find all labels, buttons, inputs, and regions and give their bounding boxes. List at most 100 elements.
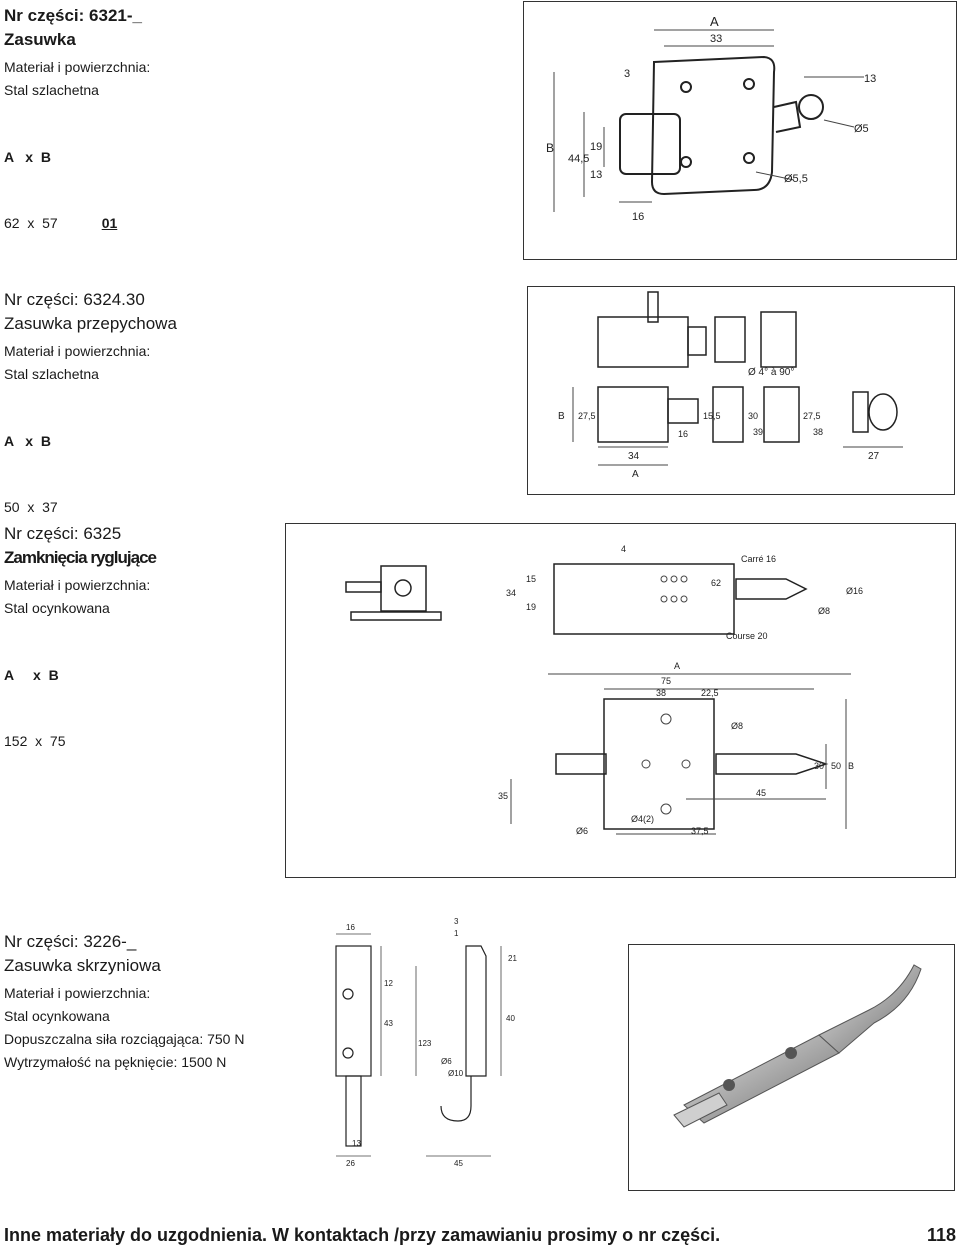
- dimensions-header: A x B: [4, 433, 51, 449]
- dim-label: 19: [526, 602, 536, 612]
- dim-label: 12: [384, 979, 393, 988]
- dim-label: 123: [418, 1039, 432, 1048]
- dimensions-value: 62 x 57: [4, 215, 58, 231]
- dim-label: 75: [661, 676, 671, 686]
- product-name: Zasuwka przepychowa: [4, 314, 177, 333]
- dim-label: Ø4(2): [631, 814, 654, 824]
- product-name: Zasuwka: [4, 30, 76, 49]
- dim-label: 39: [753, 427, 763, 437]
- product-6325: Nr części: 6325 Zamknięcia ryglujące Mat…: [4, 522, 157, 796]
- material-label: Materiał i powierzchnia:: [4, 577, 151, 593]
- drawing-6321: A 33 3 13 B 44,5 19 13 16 Ø5 Ø5,5: [523, 1, 957, 260]
- dim-label: 3: [624, 68, 630, 80]
- material-label: Materiał i powierzchnia:: [4, 343, 151, 359]
- part-number: Nr części: 3226-_: [4, 932, 137, 951]
- breaking-strength: Wytrzymałość na pęknięcie: 1500 N: [4, 1054, 227, 1070]
- dim-label: 27,5: [578, 411, 596, 421]
- dim-label: 62: [711, 578, 721, 588]
- dim-label: 19: [590, 141, 602, 153]
- product-photo: [673, 964, 922, 1128]
- dim-label: 16: [346, 923, 355, 932]
- dim-label: Ø10: [448, 1069, 464, 1078]
- dim-label: 15,5: [703, 411, 721, 421]
- dim-label: Ø6: [576, 826, 588, 836]
- dimensions-header: A x B: [4, 667, 59, 683]
- dim-label: A: [632, 469, 639, 480]
- dim-label: 1: [454, 929, 459, 938]
- dim-label: Ø5,5: [784, 173, 808, 185]
- dim-label: Ø6: [441, 1057, 452, 1066]
- dim-label: Ø8: [731, 721, 743, 731]
- dim-label: A: [674, 661, 680, 671]
- drawing-3226: 16 12 43 13 26 3 1 21 40 123 Ø6 Ø10 45: [326, 916, 526, 1171]
- dim-label: 3: [454, 917, 459, 926]
- dim-label: 38: [656, 688, 666, 698]
- dim-label: 27,5: [803, 411, 821, 421]
- product-name: Zamknięcia ryglujące: [4, 548, 157, 567]
- dim-label: 45: [454, 1159, 463, 1168]
- dim-label: 35: [498, 791, 508, 801]
- photo-3226: [628, 944, 955, 1191]
- product-6321: Nr części: 6321-_ Zasuwka Materiał i pow…: [4, 4, 150, 278]
- variant-code: 01: [101, 215, 118, 231]
- dim-label: 38: [813, 427, 823, 437]
- technical-drawing-6321: A 33 3 13 B 44,5 19 13 16 Ø5 Ø5,5: [546, 14, 876, 223]
- product-name: Zasuwka skrzyniowa: [4, 956, 161, 975]
- dimensions: A x B 50 x 37: [4, 386, 177, 562]
- dim-label: B: [546, 141, 554, 155]
- dimensions: A x B 152 x 75: [4, 620, 156, 796]
- dim-label: 21: [508, 954, 517, 963]
- dim-label: 37,5: [691, 826, 709, 836]
- part-number: Nr części: 6325: [4, 524, 122, 543]
- dimensions: A x B 62 x 57 01: [4, 102, 150, 278]
- allowed-tensile-force: Dopuszczalna siła rozciągająca: 750 N: [4, 1031, 245, 1047]
- dim-label: Carré 16: [741, 554, 776, 564]
- dim-label: 4: [621, 544, 626, 554]
- dim-label: 34: [628, 451, 640, 462]
- dim-label: 27: [868, 451, 880, 462]
- dim-label: 16: [632, 211, 644, 223]
- technical-drawing-6325: 4 Carré 16 15 34 19 62 Ø16 Ø8 Course 20 …: [345, 544, 863, 836]
- technical-drawing-6324: Ø 4° à 90° B 27,5 34 A 16 15,5 30 39 27,…: [558, 291, 903, 480]
- dimensions-value: 50 x 37: [4, 499, 58, 515]
- dim-label: 13: [352, 1139, 361, 1148]
- dim-label: B: [558, 411, 565, 422]
- dim-label: 13: [864, 73, 876, 85]
- dim-label: 43: [384, 1019, 393, 1028]
- dim-label: 22,5: [701, 688, 719, 698]
- material-value: Stal szlachetna: [4, 82, 99, 98]
- dim-label: Ø16: [846, 586, 863, 596]
- footer-note: Inne materiały do uzgodnienia. W kontakt…: [4, 1225, 721, 1245]
- part-number: Nr części: 6324.30: [4, 290, 145, 309]
- drawing-6325: 4 Carré 16 15 34 19 62 Ø16 Ø8 Course 20 …: [285, 523, 956, 878]
- dim-label: 33: [710, 33, 722, 45]
- dim-label: A: [710, 14, 719, 29]
- dim-label: Ø8: [818, 606, 830, 616]
- page-number: 118: [926, 1225, 956, 1245]
- dim-label: 30: [814, 761, 824, 771]
- dim-label: 40: [506, 1014, 515, 1023]
- dim-label: 30: [748, 411, 758, 421]
- dim-label: 16: [678, 429, 688, 439]
- dim-label: 50: [831, 761, 841, 771]
- dim-label: 34: [506, 588, 516, 598]
- dim-label: 15: [526, 574, 536, 584]
- dim-label: 26: [346, 1159, 355, 1168]
- part-number: Nr części: 6321-_: [4, 6, 142, 25]
- dim-label: Ø 4° à 90°: [748, 367, 794, 378]
- technical-drawing-3226: 16 12 43 13 26 3 1 21 40 123 Ø6 Ø10 45: [335, 917, 517, 1168]
- drawing-6324: Ø 4° à 90° B 27,5 34 A 16 15,5 30 39 27,…: [527, 286, 955, 495]
- dim-label: Ø5: [854, 123, 869, 135]
- dim-label: 13: [590, 169, 602, 181]
- dim-label: 44,5: [568, 153, 589, 165]
- dimensions-value: 152 x 75: [4, 733, 66, 749]
- material-value: Stal szlachetna: [4, 366, 99, 382]
- product-6324: Nr części: 6324.30 Zasuwka przepychowa M…: [4, 288, 177, 562]
- dimensions-row: 62 x 57 01: [4, 212, 150, 234]
- dim-label: 45: [756, 788, 766, 798]
- dimensions-header: A x B: [4, 149, 51, 165]
- dim-label: B: [848, 761, 854, 771]
- material-label: Materiał i powierzchnia:: [4, 985, 151, 1001]
- material-value: Stal ocynkowana: [4, 1008, 110, 1024]
- dim-label: Course 20: [726, 631, 768, 641]
